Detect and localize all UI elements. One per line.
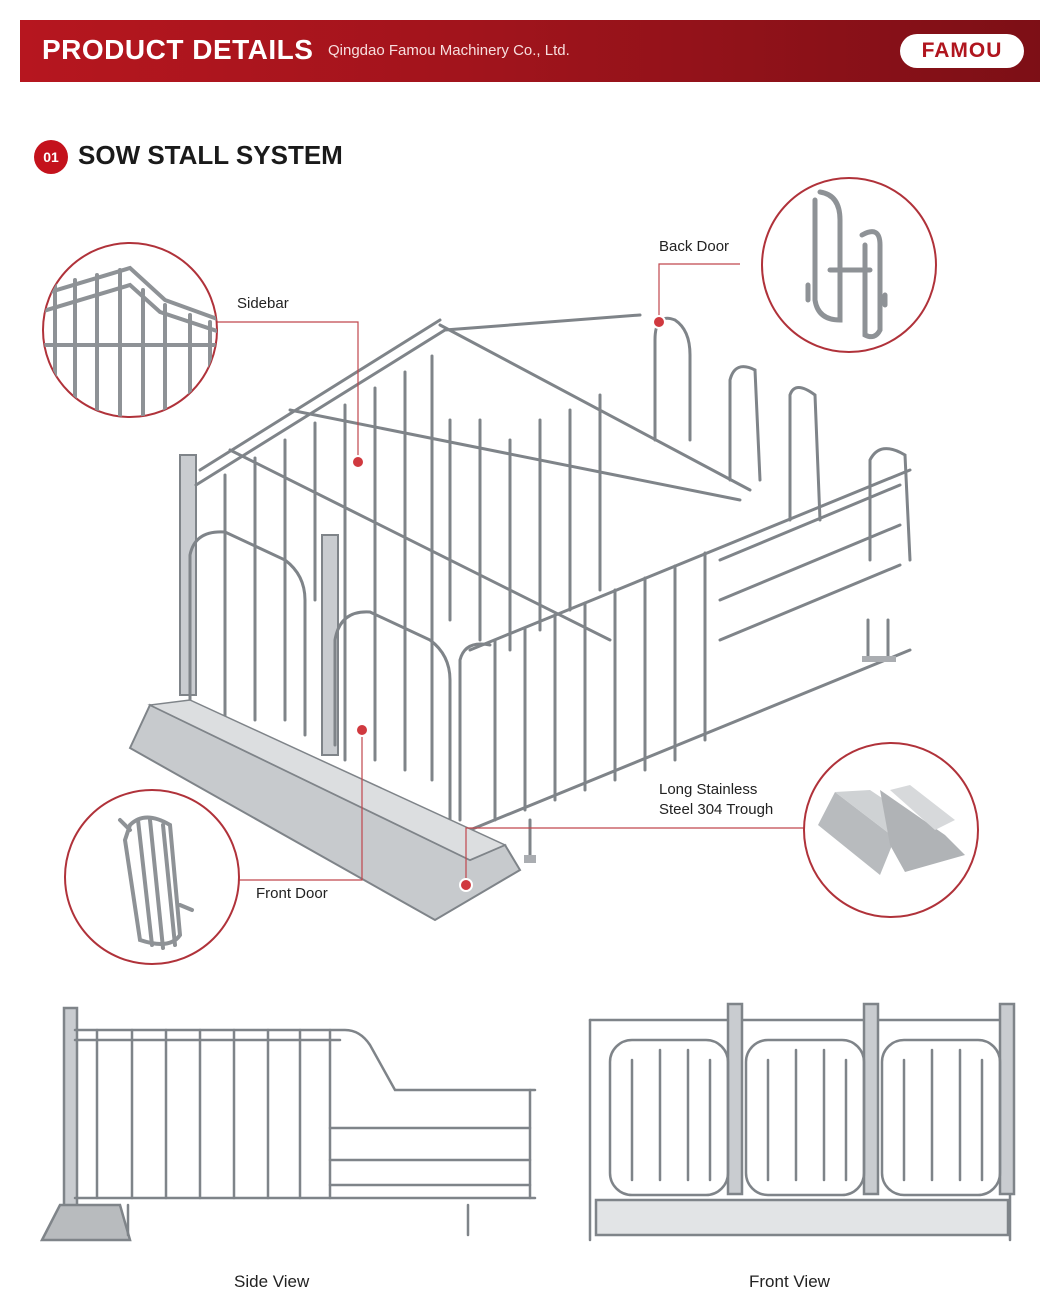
back-door-label: Back Door bbox=[659, 238, 730, 255]
front-view-label: Front View bbox=[749, 1272, 830, 1291]
company-name: Qingdao Famou Machinery Co., Ltd. bbox=[328, 42, 570, 59]
trough-label: Long Stainless Steel 304 Trough bbox=[659, 780, 773, 820]
sidebar-label: Sidebar bbox=[237, 295, 289, 312]
callout-connectors bbox=[212, 263, 805, 885]
callout-dots bbox=[351, 315, 666, 892]
side-view-label: Side View bbox=[234, 1272, 310, 1291]
side-view-drawing bbox=[39, 1006, 537, 1242]
trough-label-line1: Long Stainless bbox=[659, 781, 758, 798]
header-banner: PRODUCT DETAILS Qingdao Famou Machinery … bbox=[20, 20, 1040, 82]
front-view-drawing bbox=[588, 1002, 1016, 1242]
trough-detail-circle bbox=[803, 742, 979, 918]
back-door-detail-circle bbox=[761, 177, 937, 353]
sidebar-detail-circle bbox=[42, 242, 218, 418]
front-door-detail-circle bbox=[64, 789, 240, 965]
main-stall-drawing bbox=[179, 313, 912, 863]
section-number-badge: 01 bbox=[34, 140, 68, 174]
front-door-label: Front Door bbox=[256, 885, 328, 902]
header-title: PRODUCT DETAILS bbox=[42, 34, 314, 65]
section-title: SOW STALL SYSTEM bbox=[78, 140, 343, 170]
trough-drawing bbox=[128, 699, 522, 922]
brand-logo: FAMOU bbox=[900, 34, 1024, 68]
trough-label-line2: Steel 304 Trough bbox=[659, 801, 774, 818]
